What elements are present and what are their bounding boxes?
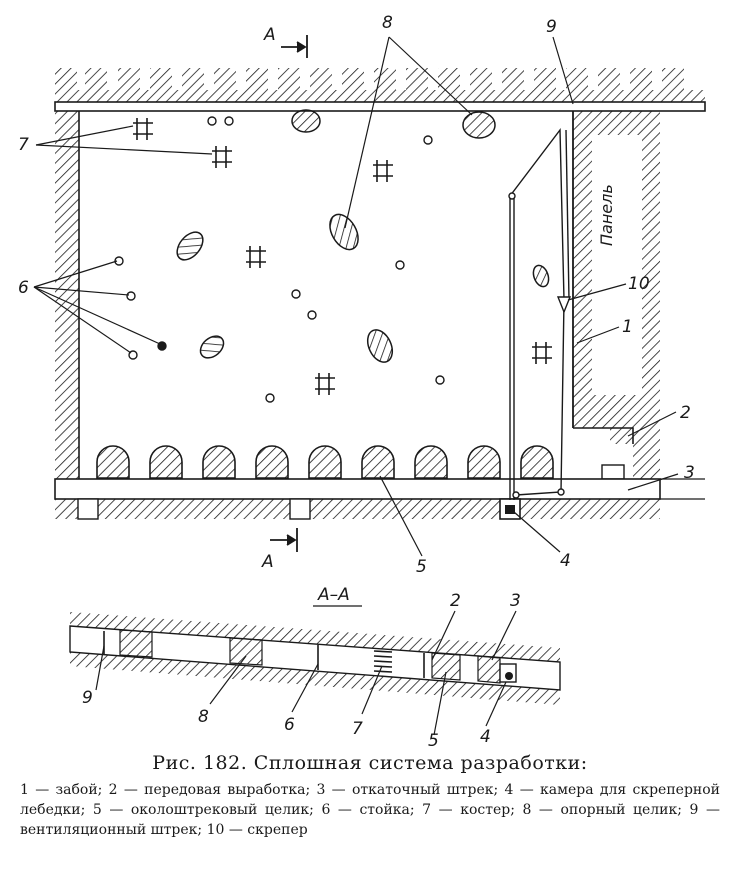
caption-legend: 1 — забой; 2 — передовая выработка; 3 — … bbox=[20, 782, 720, 838]
section-view: А–А bbox=[69, 585, 561, 750]
section-mark-top bbox=[281, 35, 308, 58]
bottom-rock-strip bbox=[55, 498, 660, 520]
winch-icon bbox=[505, 505, 515, 514]
ventilation-drift bbox=[54, 101, 706, 112]
props bbox=[114, 116, 445, 403]
section-crib bbox=[373, 650, 393, 673]
scraper-rope bbox=[509, 127, 570, 500]
section-foot-wall bbox=[70, 652, 560, 705]
section-pillars bbox=[119, 629, 501, 684]
right-rock-step bbox=[601, 464, 625, 480]
pulley-icon bbox=[508, 192, 516, 200]
section-winch-icon bbox=[505, 672, 513, 680]
label-1: 1 bbox=[622, 317, 633, 337]
section-mark-top-label: А bbox=[263, 25, 276, 45]
section-label-5: 5 bbox=[428, 731, 439, 750]
label-10: 10 bbox=[628, 274, 650, 294]
section-leaders bbox=[95, 610, 517, 736]
figure-caption: Рис. 182. Сплошная система разработки: 1… bbox=[20, 752, 720, 840]
top-rock-strip bbox=[55, 68, 705, 102]
plan-view: А А Панель 7 8 9 bbox=[18, 13, 706, 577]
section-props bbox=[103, 631, 425, 678]
label-6: 6 bbox=[18, 278, 29, 298]
leader-lines bbox=[33, 36, 679, 557]
mining-system-diagram: А А Панель 7 8 9 bbox=[18, 13, 706, 750]
drift-pillars bbox=[96, 445, 554, 479]
section-label-7: 7 bbox=[352, 719, 363, 739]
panel-label: Панель bbox=[597, 184, 616, 246]
section-label-3: 3 bbox=[510, 591, 521, 611]
section-label-4: 4 bbox=[480, 727, 491, 747]
label-2: 2 bbox=[680, 403, 691, 423]
label-7: 7 bbox=[18, 135, 29, 155]
label-8: 8 bbox=[382, 13, 393, 33]
left-rock-wall bbox=[55, 111, 79, 479]
section-label-6: 6 bbox=[284, 715, 295, 735]
haulage-drift bbox=[54, 478, 661, 500]
cribs bbox=[133, 118, 552, 395]
caption-title: Рис. 182. Сплошная система разработки: bbox=[152, 752, 588, 774]
support-pillars bbox=[176, 109, 550, 363]
label-4: 4 bbox=[560, 551, 571, 571]
section-mark-bottom bbox=[270, 528, 298, 552]
section-mark-bottom-label: А bbox=[261, 552, 274, 572]
advance-working bbox=[573, 427, 634, 444]
section-title: А–А bbox=[317, 585, 350, 605]
scraper-icon bbox=[556, 296, 572, 314]
label-9: 9 bbox=[546, 17, 557, 37]
label-3: 3 bbox=[684, 463, 695, 483]
section-label-2: 2 bbox=[450, 591, 461, 611]
label-5: 5 bbox=[416, 557, 427, 577]
section-label-8: 8 bbox=[198, 707, 209, 727]
section-label-9: 9 bbox=[82, 688, 93, 708]
